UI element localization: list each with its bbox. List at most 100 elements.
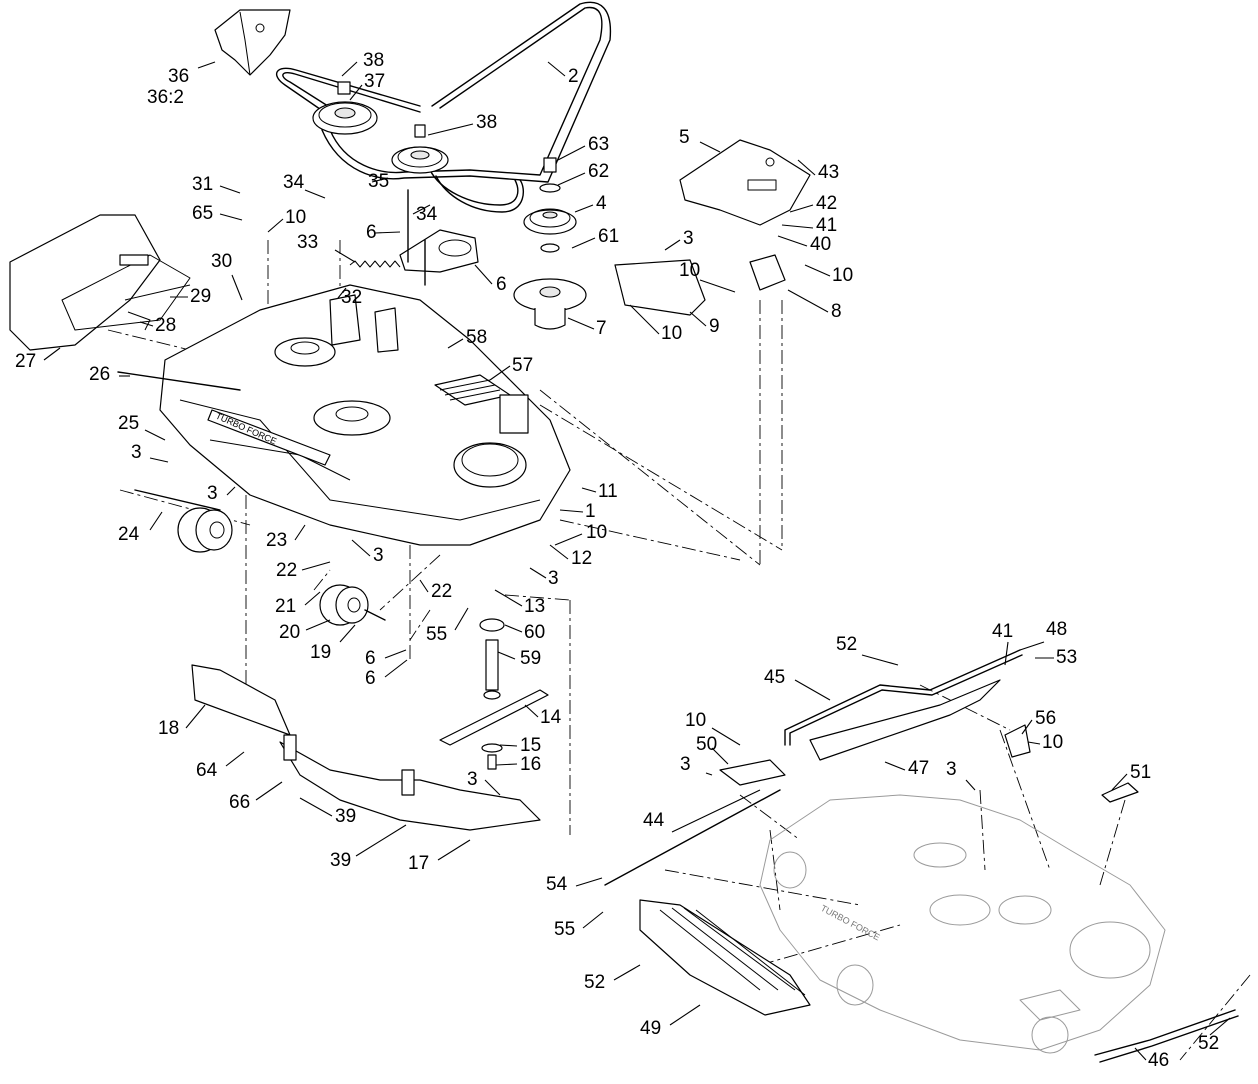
callout-label: 10 [685, 710, 706, 731]
callout-leader-line [1019, 641, 1045, 651]
callout-label: 52 [836, 634, 857, 655]
callout-leader-line [1111, 773, 1128, 791]
callout-label: 13 [524, 596, 545, 617]
callout-leader-line [337, 287, 347, 299]
callout-label: 26 [89, 364, 110, 385]
callout-label: 53 [1056, 647, 1077, 668]
handle-51 [1101, 782, 1139, 803]
callout-label: 52 [584, 972, 605, 993]
callout-label: 10 [586, 522, 607, 543]
callout-leader-line [355, 824, 407, 857]
callout-leader-line [711, 747, 729, 765]
deck-spindle-center [313, 400, 391, 436]
callout-label: 57 [512, 355, 533, 376]
rod-44 [604, 789, 781, 886]
callout-leader-line [581, 487, 597, 493]
callout-label: 3 [207, 483, 218, 504]
callout-label: 3 [683, 228, 694, 249]
callout-leader-line [711, 727, 741, 746]
gauge-wheel-left [134, 489, 233, 553]
callout-label: 34 [283, 172, 305, 193]
upper-idler-pulley [312, 81, 378, 135]
callout-leader-line [797, 159, 816, 176]
callout-label: 10 [285, 207, 306, 228]
callout-label: 3 [680, 754, 691, 775]
callout-label: 38 [363, 50, 384, 71]
callout-leader-line [524, 704, 539, 718]
deck-spindle-left [274, 337, 336, 367]
callout-label: 63 [588, 134, 609, 155]
callout-label: 10 [832, 265, 853, 286]
callout-leader-line [497, 651, 516, 660]
callout-label: 3 [131, 442, 142, 463]
callout-label: 38 [476, 112, 497, 133]
callout-label: 48 [1046, 619, 1067, 640]
callout-leader-line [304, 591, 321, 606]
callout-label: 35 [368, 171, 389, 192]
callout-leader-line [965, 779, 976, 791]
callout-label: 6 [365, 648, 376, 669]
foot-plate-49 [639, 899, 811, 1016]
callout-leader-line [219, 213, 243, 221]
callout-label: 39 [330, 850, 351, 871]
callout-label: 58 [466, 327, 487, 348]
callout-label: 22 [276, 560, 297, 581]
callout-leader-line [339, 624, 356, 643]
callout-leader-line [781, 224, 814, 229]
callout-leader-line [299, 797, 333, 817]
callout-label: 55 [426, 624, 447, 645]
tension-rod [117, 371, 241, 391]
callout-label: 66 [229, 792, 250, 813]
callout-label: 36 [168, 66, 189, 87]
callout-label: 15 [520, 735, 541, 756]
callout-label: 18 [158, 718, 179, 739]
callout-leader-line [294, 524, 306, 541]
callout-leader-line [231, 274, 243, 301]
callout-label: 28 [155, 315, 176, 336]
callout-label: 47 [908, 758, 929, 779]
callout-leader-line [301, 561, 331, 571]
callout-label: 1 [585, 501, 596, 522]
callout-leader-line [495, 763, 518, 766]
gauge-wheel-center [319, 584, 386, 626]
front-baffle [191, 664, 541, 831]
callout-leader-line [43, 347, 61, 361]
callout-leader-line [529, 567, 547, 579]
discharge-chute [9, 214, 191, 351]
callout-label: 50 [696, 734, 717, 755]
callout-label: 31 [192, 174, 213, 195]
callout-leader-line [1134, 1047, 1147, 1061]
callout-label: 61 [598, 226, 619, 247]
callout-leader-line [567, 317, 595, 330]
callout-label: 20 [279, 622, 300, 643]
callout-leader-line [489, 365, 511, 381]
callout-leader-line [419, 579, 429, 593]
callout-leader-line [777, 235, 808, 247]
spindle-shaft [479, 618, 505, 700]
center-idler-pulley [391, 124, 449, 174]
callout-label: 3 [467, 769, 478, 790]
callout-label: 11 [598, 481, 618, 502]
callout-leader-line [149, 511, 163, 531]
callout-label: 16 [520, 754, 541, 775]
callout-leader-line [689, 311, 707, 327]
callout-label: 34 [416, 204, 438, 225]
callout-leader-line [559, 509, 584, 513]
callout-leader-line [554, 533, 583, 546]
callout-label: 55 [554, 919, 575, 940]
callout-leader-line [384, 659, 408, 678]
side-belt-cover [679, 139, 811, 226]
callout-leader-line [351, 539, 371, 557]
callout-label: 64 [196, 760, 218, 781]
callout-label: 37 [364, 71, 385, 92]
callout-label: 9 [709, 316, 720, 337]
callout-leader-line [861, 654, 899, 666]
callout-leader-line [255, 781, 283, 801]
bracket-56 [1004, 724, 1031, 758]
callout-label: 41 [992, 621, 1013, 642]
reference-deck-ghost: TURBO FORCE [759, 794, 1166, 1054]
callout-leader-line [664, 239, 681, 251]
callout-label: 23 [266, 530, 287, 551]
callout-label: 3 [548, 568, 559, 589]
